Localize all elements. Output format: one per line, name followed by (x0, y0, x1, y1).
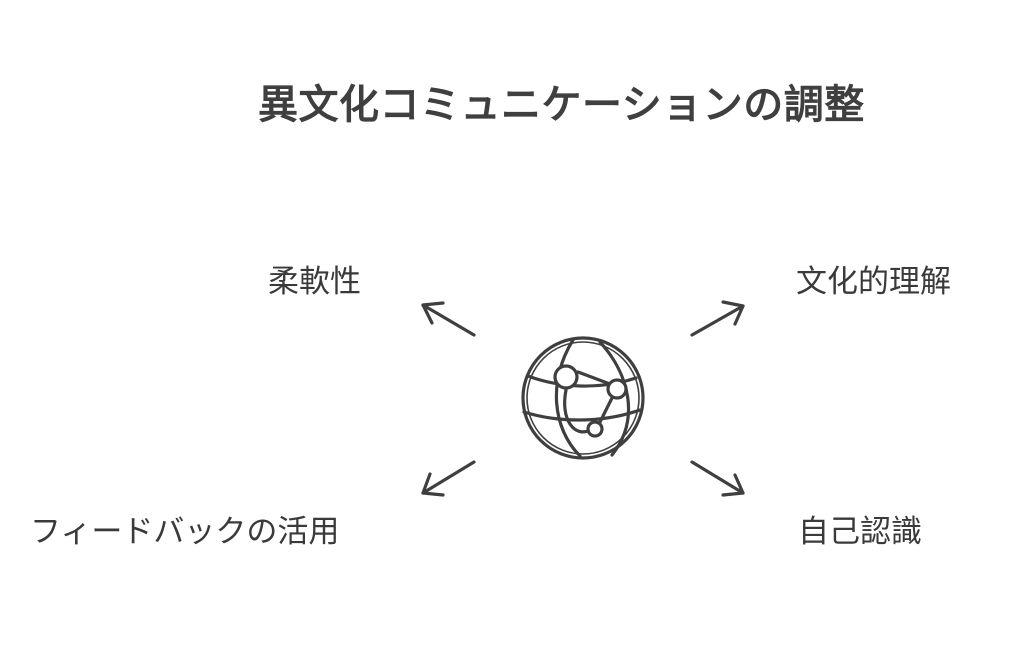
node-label-feedback-usage: フィードバックの活用 (30, 514, 340, 550)
node-label-self-awareness: 自己認識 (798, 514, 922, 550)
diagram-title: 異文化コミュニケーションの調整 (258, 82, 865, 128)
arrow-to-bottom-left (421, 460, 476, 497)
node-label-cultural-understanding: 文化的理解 (796, 264, 951, 300)
arrow-to-bottom-right (690, 460, 745, 497)
arrow-to-top-left (421, 301, 476, 337)
node-label-flexibility: 柔軟性 (268, 264, 361, 300)
globe-network-icon (521, 336, 645, 460)
arrow-to-top-right (690, 300, 745, 337)
